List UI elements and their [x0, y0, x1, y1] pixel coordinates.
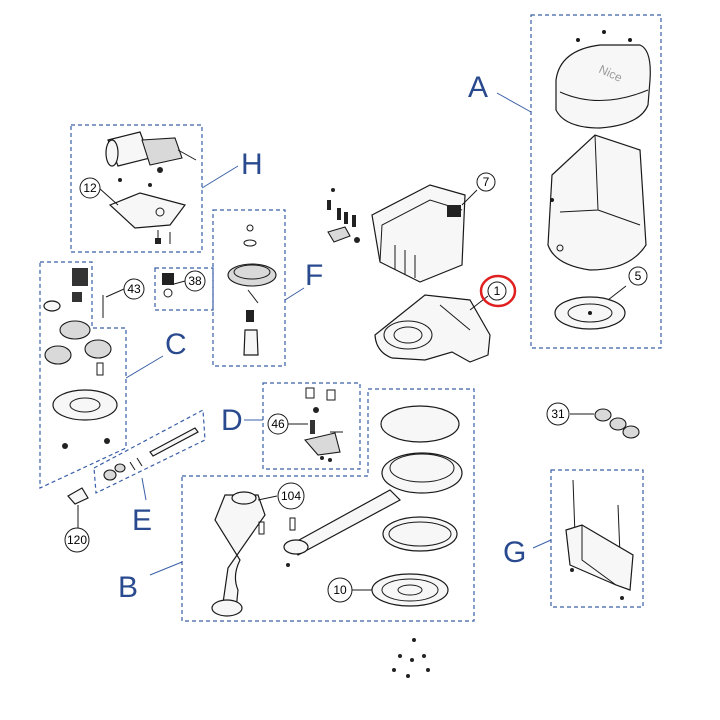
svg-text:43: 43 [127, 282, 141, 296]
gear-set-part [43, 268, 118, 449]
group-g-box [550, 469, 644, 608]
drive-arm-part [211, 491, 296, 617]
main-arm-part [283, 489, 401, 556]
svg-text:7: 7 [483, 175, 490, 189]
group-f-c-link-box [154, 267, 214, 311]
svg-text:38: 38 [188, 274, 202, 288]
group-e-label: E [132, 504, 152, 537]
motor-plate-part [108, 192, 187, 244]
gear-part [227, 224, 277, 356]
group-c: C 43 [39, 261, 187, 489]
part-5-disc [554, 285, 627, 330]
ring-gear-part [380, 405, 463, 552]
shaft-part [103, 427, 199, 481]
callout-120: 120 [64, 527, 90, 553]
group-d-box [262, 382, 361, 470]
part-1-highlight-ring [479, 274, 517, 308]
callout-5: 5 [628, 266, 648, 286]
group-a-box [530, 14, 662, 349]
loose-screws [392, 638, 430, 678]
callout-38: 38 [173, 270, 206, 292]
group-a: A Nice 5 [468, 14, 662, 349]
group-f: F [212, 209, 323, 367]
group-e-box [93, 409, 206, 494]
callout-31: 31 [546, 402, 570, 426]
callout-46: 46 [267, 413, 308, 435]
callout-1: 1 [487, 281, 507, 301]
svg-text:5: 5 [635, 269, 642, 283]
callout-7: 7 [476, 172, 496, 192]
encoder-disc-part [352, 573, 449, 607]
mounting-bracket-part [565, 479, 634, 600]
group-h-box [70, 124, 203, 253]
svg-text:12: 12 [83, 181, 97, 195]
svg-text:1: 1 [494, 284, 501, 298]
base-housing-part [374, 294, 491, 363]
svg-text:120: 120 [67, 533, 87, 547]
group-d: D 46 [221, 382, 361, 470]
housing-shell-part [547, 134, 647, 271]
release-lever-part [303, 387, 343, 462]
svg-text:46: 46 [271, 417, 285, 431]
svg-text:31: 31 [551, 407, 565, 421]
group-a-label: A [468, 71, 488, 104]
group-b-box [181, 388, 475, 622]
gearbox-housing-part [327, 184, 478, 283]
group-b: B 104 [118, 388, 475, 622]
group-d-label: D [221, 404, 243, 437]
svg-text:10: 10 [333, 583, 347, 597]
group-e: E [93, 409, 206, 537]
callout-43: 43 [105, 278, 145, 300]
callout-10: 10 [327, 577, 353, 603]
group-g: G [503, 469, 644, 608]
top-cover-part: Nice [555, 30, 651, 129]
group-b-label: B [118, 571, 138, 604]
group-h-label: H [241, 148, 263, 181]
svg-text:104: 104 [281, 489, 301, 503]
clip-screws [327, 188, 360, 243]
group-c-label: C [165, 328, 187, 361]
group-c-box [39, 261, 127, 489]
group-h: H 12 [70, 124, 263, 253]
key-part [67, 487, 89, 530]
group-f-label: F [305, 259, 323, 292]
washers-part [570, 408, 640, 439]
motor-part [105, 131, 197, 187]
group-g-label: G [503, 536, 526, 569]
callout-12: 12 [79, 177, 119, 206]
pinion-part [162, 273, 174, 298]
callout-104: 104 [257, 482, 305, 510]
